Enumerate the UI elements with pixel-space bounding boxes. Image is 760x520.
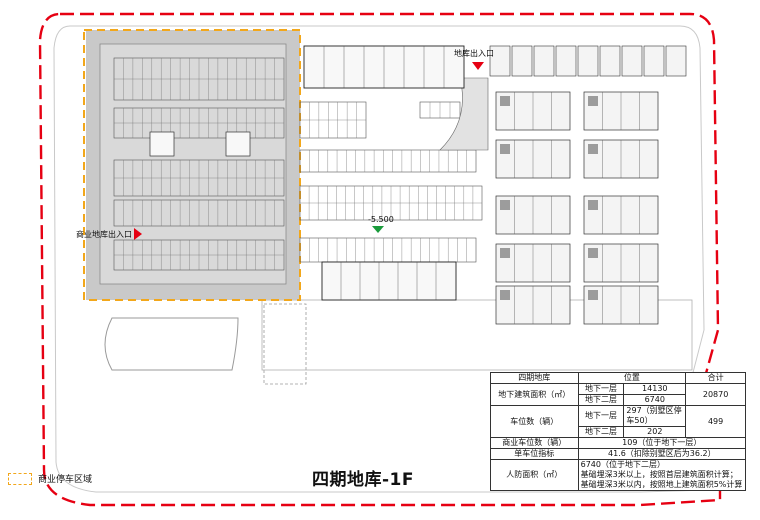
civil-defense-label: 人防面积（㎡） xyxy=(490,459,579,491)
parking-b1-value: 297（别墅区停车50） xyxy=(623,405,687,427)
core-bottom xyxy=(321,261,457,301)
road-block xyxy=(104,317,239,371)
table-row: 四期地库 位置 合计 xyxy=(490,372,746,384)
table-row: 车位数（辆） 地下一层 297（别墅区停车50） 499 xyxy=(490,405,746,438)
villa-core xyxy=(588,248,598,258)
plan-title: 四期地库-1F xyxy=(312,470,414,490)
villa-core xyxy=(500,96,510,106)
villa-top-unit xyxy=(577,45,599,77)
commercial-label: 商业车位数（辆） xyxy=(490,437,579,449)
parking-row xyxy=(299,149,477,173)
table-row: 人防面积（㎡） 6740（位于地下二层） 基础埋深3米以上，按照首层建筑面积计算… xyxy=(490,459,747,491)
elevation-label: -5.500 xyxy=(368,215,394,224)
civil-defense-line: 基础埋深3米以内，按照地上建筑面积5%计算 xyxy=(580,480,743,489)
civil-defense-value: 6740（位于地下二层） 基础埋深3米以上，按照首层建筑面积计算； 基础埋深3米… xyxy=(577,459,747,491)
civil-defense-line: 基础埋深3米以上，按照首层建筑面积计算； xyxy=(580,470,738,479)
gfa-b1-value: 14130 xyxy=(623,383,687,395)
plot-outline xyxy=(261,299,693,371)
parking-b2-value: 202 xyxy=(623,426,687,438)
gfa-label: 地下建筑面积（㎡） xyxy=(490,383,579,406)
table-row: 地下建筑面积（㎡） 地下一层 14130 20870 xyxy=(490,383,746,406)
header-total: 合计 xyxy=(685,372,746,384)
villa-top-unit xyxy=(599,45,621,77)
table-row: 单车位指标 41.6（扣除别墅区后为36.2） xyxy=(490,448,747,460)
gfa-b2-label: 地下二层 xyxy=(577,394,625,406)
inner-core xyxy=(225,131,251,157)
table-row: 商业车位数（辆） 109（位于地下一层） xyxy=(490,437,747,449)
villa-top-unit xyxy=(665,45,687,77)
villa-core xyxy=(588,290,598,300)
entrance-label-right: 地库出入口 xyxy=(454,49,494,58)
commercial-value: 109（位于地下一层） xyxy=(577,437,747,449)
parking-total: 499 xyxy=(685,405,746,438)
villa-core xyxy=(588,144,598,154)
villa-top-unit xyxy=(533,45,555,77)
villa-core xyxy=(500,248,510,258)
gfa-total: 20870 xyxy=(685,383,746,406)
building-cores xyxy=(149,45,465,301)
ramp xyxy=(439,77,489,151)
parking-row xyxy=(299,237,477,263)
elevation-arrow xyxy=(372,226,384,233)
road-block xyxy=(263,303,307,385)
legend-swatch xyxy=(8,472,32,485)
area-summary-table: 四期地库 位置 合计 地下建筑面积（㎡） 地下一层 14130 20870 地下… xyxy=(490,372,747,491)
site-boundary xyxy=(38,12,722,507)
header-position: 位置 xyxy=(577,372,687,384)
parking-b1-label: 地下一层 xyxy=(577,405,625,427)
index-value: 41.6（扣除别墅区后为36.2） xyxy=(577,448,747,460)
parking-b2-label: 地下二层 xyxy=(577,426,625,438)
commercial-parking-zone xyxy=(83,29,301,301)
parking-label: 车位数（辆） xyxy=(490,405,579,438)
entrance-arrow-right xyxy=(472,62,484,70)
villa-core xyxy=(500,144,510,154)
table-row: 地下二层 202 xyxy=(491,426,746,438)
site-inner-line xyxy=(53,25,709,493)
table-row: 地下二层 6740 xyxy=(491,394,746,406)
villa-core xyxy=(500,200,510,210)
index-label: 单车位指标 xyxy=(490,448,579,460)
boundary-outline xyxy=(38,12,722,507)
villa-units xyxy=(489,45,687,325)
entrance-arrow-left xyxy=(134,228,142,240)
legend: 商业停车区域 xyxy=(8,472,92,485)
entrance-arrows xyxy=(134,62,484,240)
gfa-b1-label: 地下一层 xyxy=(577,383,625,395)
villa-top-unit xyxy=(643,45,665,77)
villa-top-unit xyxy=(555,45,577,77)
header-name: 四期地库 xyxy=(490,372,579,384)
villa-core xyxy=(500,290,510,300)
villa-core xyxy=(588,200,598,210)
civil-defense-line: 6740（位于地下二层） xyxy=(580,460,665,469)
gfa-b2-value: 6740 xyxy=(623,394,687,406)
commercial-inner xyxy=(99,43,287,285)
inner-core xyxy=(149,131,175,157)
villa-top-unit xyxy=(511,45,533,77)
villa-top-unit xyxy=(621,45,643,77)
entrance-label-left: 商业地库出入口 xyxy=(76,230,132,239)
villa-core xyxy=(588,96,598,106)
parking-stall-rows xyxy=(113,57,489,271)
legend-label: 商业停车区域 xyxy=(38,475,93,485)
villa-top-unit xyxy=(489,45,511,77)
